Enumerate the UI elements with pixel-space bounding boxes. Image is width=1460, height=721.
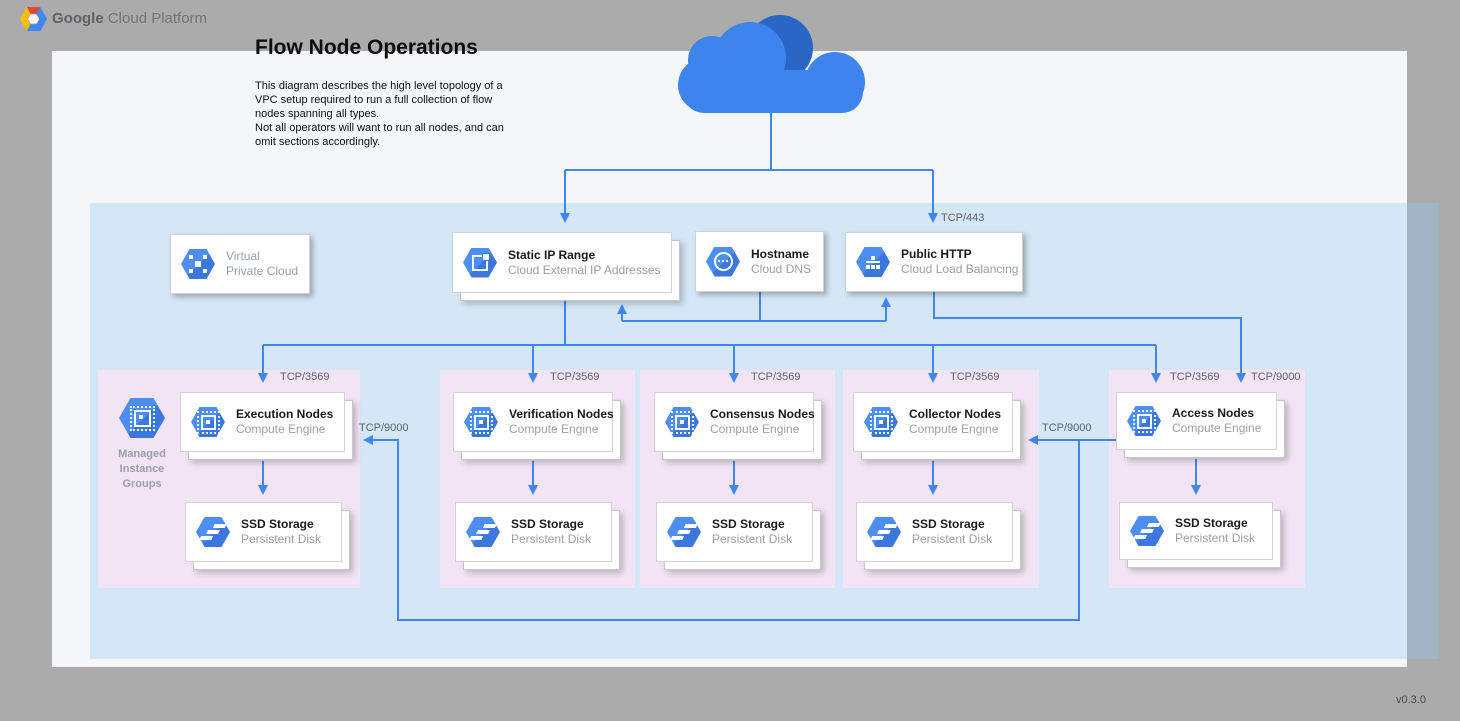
external-ip-icon: [463, 247, 497, 278]
persistent-disk-icon: [1130, 516, 1164, 546]
cloud-dns-icon: [706, 246, 740, 277]
port-label-tcp3569-consensus: TCP/3569: [751, 371, 801, 383]
static-ip-subtitle: Cloud External IP Addresses: [508, 262, 661, 277]
access-subtitle: Compute Engine: [1172, 421, 1262, 435]
compute-engine-icon: [864, 407, 898, 437]
port-label-tcp9000-access: TCP/9000: [1251, 371, 1301, 383]
page-title: Flow Node Operations: [255, 36, 478, 59]
card-ssd-storage-execution: SSD Storage Persistent Disk: [185, 502, 342, 562]
persistent-disk-icon: [867, 517, 901, 547]
access-title: Access Nodes: [1172, 406, 1255, 420]
execution-subtitle: Compute Engine: [236, 422, 326, 436]
card-static-ip-range: Static IP Range Cloud External IP Addres…: [452, 232, 672, 293]
storage-title: SSD Storage: [912, 517, 985, 531]
vpc-card-line2: Private Cloud: [226, 264, 299, 278]
port-label-tcp9000-collector: TCP/9000: [1042, 422, 1092, 434]
storage-subtitle: Persistent Disk: [241, 532, 322, 546]
port-label-tcp443: TCP/443: [941, 212, 985, 224]
compute-engine-icon: [1127, 406, 1161, 436]
storage-subtitle: Persistent Disk: [1175, 531, 1256, 545]
consensus-title: Consensus Nodes: [710, 407, 815, 421]
collector-title: Collector Nodes: [909, 407, 1002, 421]
compute-engine-icon: [464, 407, 498, 437]
gcp-logo-icon: [20, 7, 47, 31]
managed-instance-groups-label: Managed Instance Groups: [99, 447, 185, 492]
brand-bold: Google: [52, 10, 104, 27]
card-collector-nodes: Collector Nodes Compute Engine: [853, 392, 1013, 452]
card-hostname: Hostname Cloud DNS: [695, 231, 824, 292]
storage-subtitle: Persistent Disk: [511, 532, 592, 546]
storage-subtitle: Persistent Disk: [912, 532, 993, 546]
card-execution-nodes: Execution Nodes Compute Engine: [180, 392, 345, 452]
card-ssd-storage-collector: SSD Storage Persistent Disk: [856, 502, 1013, 562]
mig-line3: Groups: [122, 478, 162, 490]
storage-title: SSD Storage: [712, 517, 785, 531]
card-consensus-nodes: Consensus Nodes Compute Engine: [654, 392, 815, 452]
port-label-tcp3569-verification: TCP/3569: [550, 371, 600, 383]
card-ssd-storage-verification: SSD Storage Persistent Disk: [455, 502, 612, 562]
collector-subtitle: Compute Engine: [909, 422, 999, 436]
card-virtual-private-cloud: Virtual Private Cloud: [170, 234, 310, 294]
persistent-disk-icon: [667, 517, 701, 547]
persistent-disk-icon: [466, 517, 500, 547]
vpc-card-line1: Virtual: [226, 249, 260, 263]
brand-rest: Cloud Platform: [107, 10, 208, 27]
page-description: This diagram describes the high level to…: [255, 80, 504, 148]
storage-subtitle: Persistent Disk: [712, 532, 793, 546]
port-label-tcp3569-execution: TCP/3569: [280, 371, 330, 383]
mig-line2: Instance: [119, 463, 165, 475]
load-balancing-icon: [856, 247, 890, 277]
persistent-disk-icon: [196, 517, 230, 547]
port-label-tcp9000-execution: TCP/9000: [359, 422, 409, 434]
storage-title: SSD Storage: [1175, 516, 1248, 530]
public-http-subtitle: Cloud Load Balancing: [901, 262, 1019, 276]
static-ip-title: Static IP Range: [508, 247, 596, 262]
execution-title: Execution Nodes: [236, 407, 334, 421]
version-label: v0.3.0: [1396, 694, 1426, 706]
card-ssd-storage-consensus: SSD Storage Persistent Disk: [656, 502, 813, 562]
compute-engine-icon: [191, 407, 225, 437]
card-public-http: Public HTTP Cloud Load Balancing: [845, 232, 1023, 292]
hostname-subtitle: Cloud DNS: [751, 261, 812, 276]
storage-title: SSD Storage: [241, 517, 314, 531]
port-label-tcp3569-access: TCP/3569: [1170, 371, 1220, 383]
verification-subtitle: Compute Engine: [509, 422, 599, 436]
consensus-subtitle: Compute Engine: [710, 422, 800, 436]
port-label-tcp3569-collector: TCP/3569: [950, 371, 1000, 383]
vpc-icon: [181, 249, 215, 279]
card-access-nodes: Access Nodes Compute Engine: [1116, 392, 1277, 450]
public-http-title: Public HTTP: [901, 247, 972, 261]
compute-engine-icon: [665, 407, 699, 437]
hostname-title: Hostname: [751, 246, 810, 261]
verification-title: Verification Nodes: [509, 407, 614, 421]
storage-title: SSD Storage: [511, 517, 584, 531]
card-verification-nodes: Verification Nodes Compute Engine: [453, 392, 614, 452]
card-ssd-storage-access: SSD Storage Persistent Disk: [1119, 502, 1273, 560]
mig-line1: Managed: [118, 448, 166, 460]
brand-text: Google Cloud Platform: [52, 10, 207, 27]
